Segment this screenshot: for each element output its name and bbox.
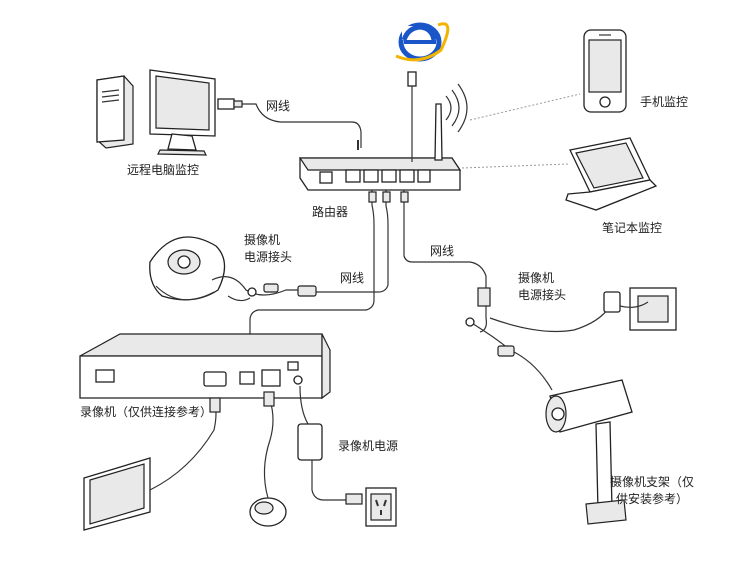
- camera-power-left-label-2: 电源接头: [244, 250, 293, 264]
- camera-bracket-label-2: 供安装参考）: [616, 492, 689, 506]
- camera-bracket-label-1: 摄像机支架（仅: [610, 475, 695, 489]
- mobile-label: 手机监控: [640, 95, 689, 109]
- recorder-label: 录像机（仅供连接参考）: [80, 405, 213, 419]
- network-cable-label-left: 网线: [340, 271, 365, 285]
- recorder-power-label: 录像机电源: [338, 439, 399, 453]
- laptop-icon: [565, 137, 658, 211]
- dome-camera-icon: [149, 236, 317, 302]
- router-icon: [298, 71, 468, 191]
- network-cable-label-top: 网线: [266, 99, 291, 113]
- camera-power-left-label-1: 摄像机: [244, 233, 281, 247]
- router-label: 路由器: [312, 205, 349, 219]
- bullet-camera-icon: [465, 287, 677, 525]
- laptop-label: 笔记本监控: [602, 221, 663, 235]
- camera-power-right-label-1: 摄像机: [518, 271, 555, 285]
- recorder-icon: [79, 333, 331, 400]
- network-cable-label-right: 网线: [430, 244, 455, 258]
- internet-explorer-icon: [395, 22, 450, 62]
- mouse-icon: [249, 391, 287, 527]
- remote-pc-label: 远程电脑监控: [127, 163, 200, 177]
- recorder-power-adapter-icon: [297, 385, 397, 527]
- monitor-icon: [83, 397, 221, 531]
- remote-pc-icon: [96, 69, 243, 156]
- camera-power-right-label-2: 电源接头: [518, 288, 567, 302]
- mobile-phone-icon: [583, 29, 627, 113]
